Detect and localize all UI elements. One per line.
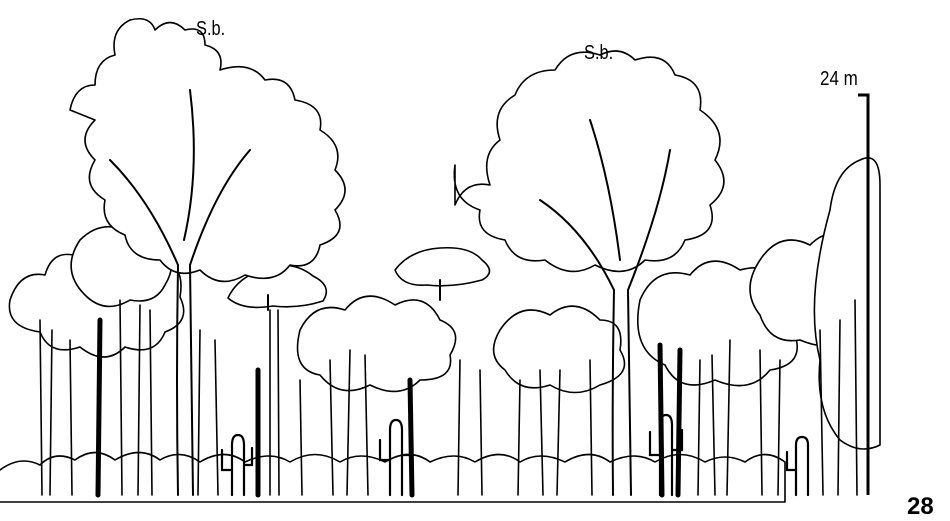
tree-label-left: S.b. [196,18,225,41]
umbrella-crown [395,248,490,286]
figure-number: 28 [907,493,934,521]
canopy-layer [0,19,880,502]
understory-crown [814,158,880,449]
emergent-crown-right [454,51,724,271]
scale-label: 24 m [820,68,858,91]
floor-shrubs [0,453,785,503]
understory-crown [298,296,456,391]
tree-label-right: S.b. [584,42,613,65]
